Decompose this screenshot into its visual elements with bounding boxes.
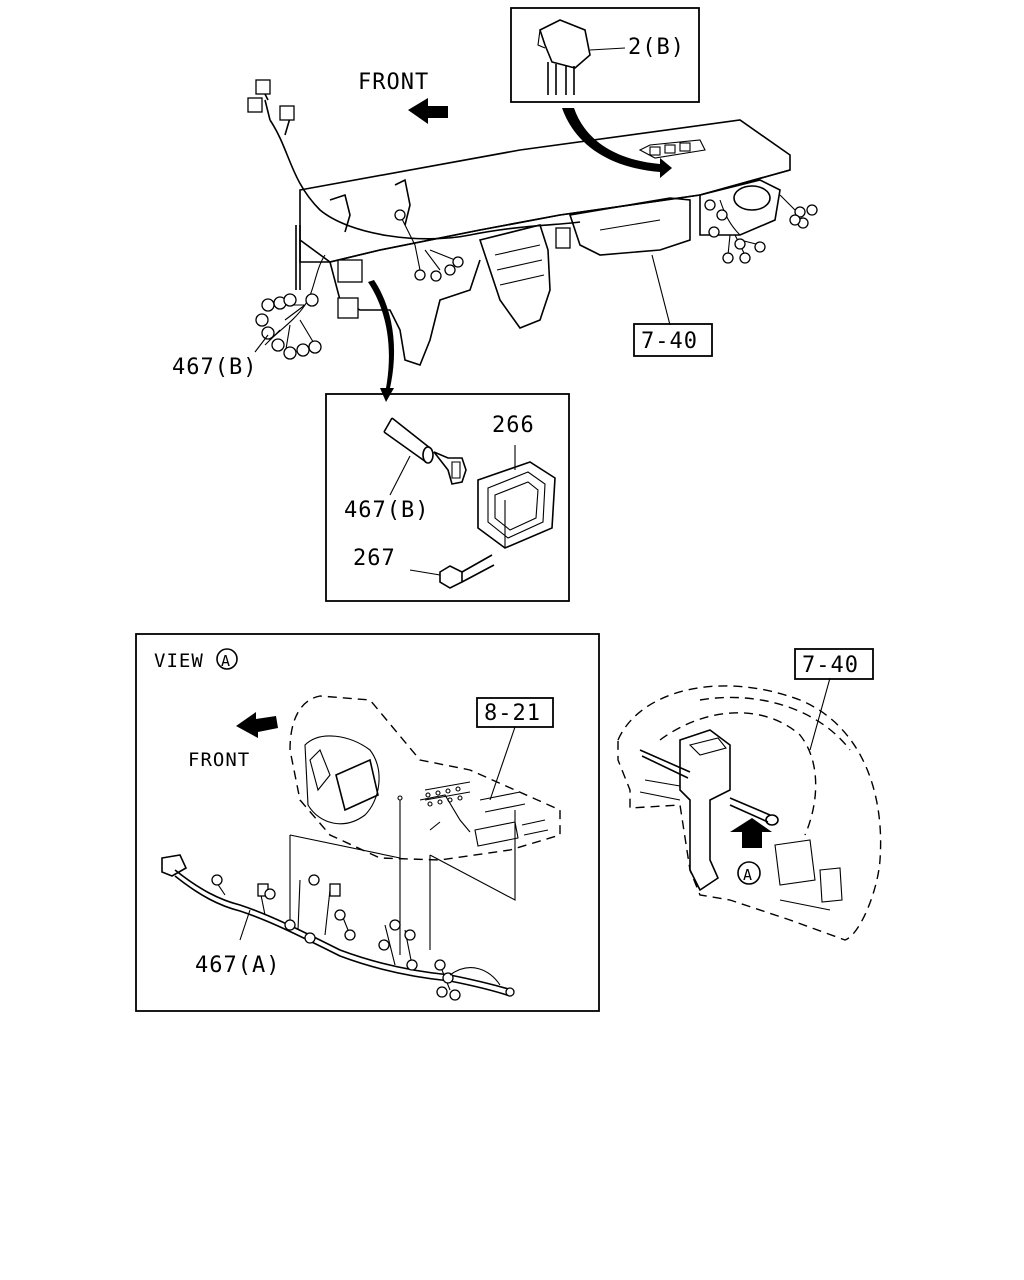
- part-467a-label: 467(A): [195, 953, 280, 978]
- callout-2b: 2(B): [510, 7, 700, 178]
- part-266-label: 266: [492, 413, 535, 438]
- detail-box-266-267: 266 467(B) 267: [325, 393, 570, 602]
- curved-arrow-detail-icon: [368, 280, 395, 402]
- callout-467b-main: 467(B): [172, 334, 269, 380]
- view-direction-arrow-icon: [730, 818, 772, 848]
- dashboard-overview: A 7-40: [617, 648, 882, 941]
- view-a-label: VIEW: [154, 650, 204, 672]
- front-arrow-view-icon: [236, 712, 278, 738]
- front-label-view: FRONT: [188, 749, 250, 771]
- part-2b-label: 2(B): [628, 35, 685, 60]
- view-a-box: VIEW A FRONT 8-21: [135, 633, 600, 1012]
- circle-a-right-label: A: [743, 866, 753, 884]
- part-740-label-top: 7-40: [641, 329, 698, 354]
- part-740-label-right: 7-40: [802, 653, 859, 678]
- part-267-label: 267: [353, 546, 396, 571]
- front-label-top: FRONT: [358, 70, 429, 95]
- main-dashboard-assembly: [247, 79, 818, 366]
- part-467b-label-detail: 467(B): [344, 498, 429, 523]
- callout-7-40-top: 7-40: [633, 254, 713, 357]
- front-arrow-top: FRONT: [358, 70, 448, 124]
- part-821-label: 8-21: [484, 701, 541, 726]
- view-a-circle-label: A: [221, 652, 231, 670]
- switch-grid: [425, 786, 463, 807]
- part-467b-label-main: 467(B): [172, 355, 257, 380]
- front-arrow-icon: [408, 98, 448, 124]
- curved-arrow-2b-icon: [562, 108, 672, 178]
